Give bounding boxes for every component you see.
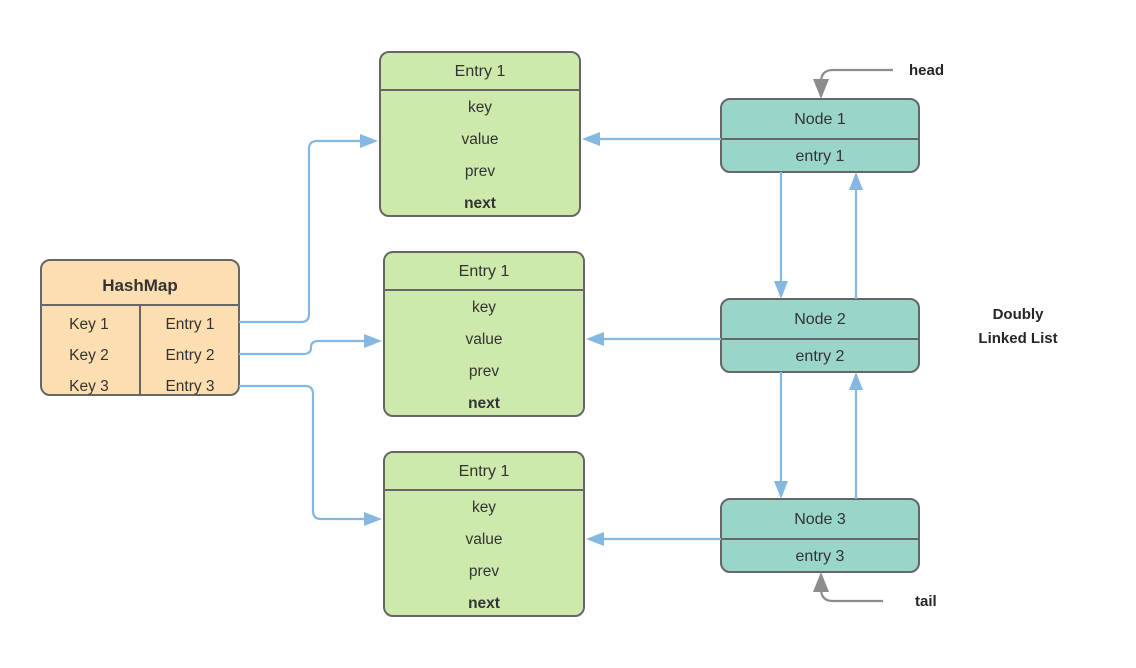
arrowhead [774, 481, 788, 499]
entry-box-3-field-value: value [465, 531, 502, 548]
connector-hashmap-to-entry-1 [239, 134, 378, 324]
node-box-1-title: Node 1 [794, 111, 846, 128]
entry-box-2-rect [383, 251, 585, 417]
connector-node-3-prev-node-2 [849, 372, 863, 499]
node-box-3-entry: entry 3 [796, 548, 845, 565]
arrowhead [774, 281, 788, 299]
entry-box-3-field-prev: prev [469, 563, 499, 580]
node-box-3-rect [720, 498, 920, 573]
head-label: head [909, 62, 944, 79]
node-box-3-title: Node 3 [794, 511, 846, 528]
entry-box-3-title: Entry 1 [459, 463, 510, 480]
entry-box-1-field-next: next [464, 195, 496, 212]
node-box-2-title: Node 2 [794, 311, 846, 328]
connector-node-1-next-node-2 [774, 172, 788, 299]
node-box-1-entry: entry 1 [796, 148, 845, 165]
connector-node-1-to-entry-1 [582, 132, 721, 146]
arrowhead [586, 332, 604, 346]
hashmap-box[interactable]: HashMap Key 1 Entry 1 Key 2 Entry 2 Key … [40, 259, 240, 396]
node-box-2-rect [720, 298, 920, 373]
entry-box-2-field-value: value [465, 331, 502, 348]
arrowhead [364, 512, 382, 526]
arrowhead [586, 532, 604, 546]
node-box-2[interactable]: Node 2 entry 2 [720, 298, 920, 373]
connector-node-2-to-entry-2 [586, 332, 721, 346]
entry-box-3-field-next: next [468, 595, 500, 612]
node-box-1[interactable]: Node 1 entry 1 [720, 98, 920, 173]
entry-box-3[interactable]: Entry 1 key value prev next [383, 451, 585, 617]
entry-box-1[interactable]: Entry 1 key value prev next [379, 51, 581, 217]
entry-box-1-rect [379, 51, 581, 217]
entry-box-2-field-key: key [472, 299, 496, 316]
entry-box-3-rect [383, 451, 585, 617]
connector-hashmap-to-entry-2 [239, 334, 382, 356]
arrowhead [364, 334, 382, 348]
arrowhead [849, 372, 863, 390]
connector-node-2-next-node-3 [774, 372, 788, 499]
node-box-3[interactable]: Node 3 entry 3 [720, 498, 920, 573]
arrowhead [582, 132, 600, 146]
hashmap-entry-cell[interactable]: Entry 3 [165, 378, 214, 395]
entry-box-2-field-next: next [468, 395, 500, 412]
head-pointer: head [813, 62, 944, 99]
arrowhead [849, 172, 863, 190]
doubly-linked-list-label-line1: Doubly [993, 306, 1044, 323]
doubly-linked-list-label: Doubly Linked List [978, 306, 1057, 347]
hashmap-title: HashMap [102, 276, 178, 295]
entry-box-1-field-prev: prev [465, 163, 495, 180]
tail-label: tail [915, 593, 937, 610]
arrowhead [360, 134, 378, 148]
arrowhead [813, 79, 829, 99]
hashmap-entry-cell[interactable]: Entry 2 [165, 347, 214, 364]
entry-box-1-title: Entry 1 [455, 63, 506, 80]
entry-box-2-field-prev: prev [469, 363, 499, 380]
hashmap-key-cell: Key 3 [69, 378, 109, 395]
doubly-linked-list-label-line2: Linked List [978, 330, 1057, 347]
hashmap-entry-cell[interactable]: Entry 1 [165, 316, 214, 333]
entry-box-1-field-value: value [461, 131, 498, 148]
arrowhead [813, 572, 829, 592]
hashmap-key-cell: Key 1 [69, 316, 109, 333]
entry-box-3-field-key: key [472, 499, 496, 516]
hashmap-key-cell: Key 2 [69, 347, 109, 364]
node-box-1-rect [720, 98, 920, 173]
connector-node-3-to-entry-3 [586, 532, 721, 546]
entry-box-1-field-key: key [468, 99, 492, 116]
node-box-2-entry: entry 2 [796, 348, 845, 365]
connector-node-2-prev-node-1 [849, 172, 863, 299]
entry-box-2[interactable]: Entry 1 key value prev next [383, 251, 585, 417]
tail-pointer: tail [813, 572, 937, 610]
entry-box-2-title: Entry 1 [459, 263, 510, 280]
connector-hashmap-to-entry-3 [239, 384, 382, 526]
